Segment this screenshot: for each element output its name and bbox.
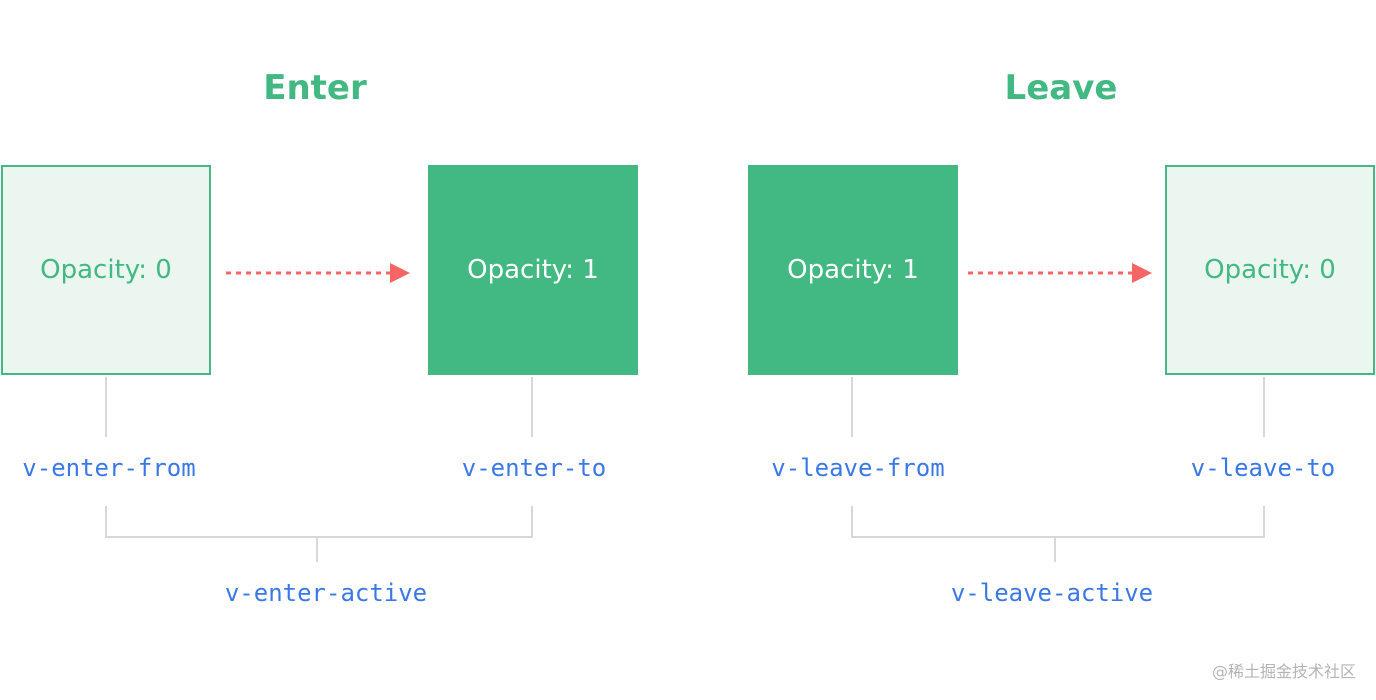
enter-from-connector — [105, 377, 107, 437]
enter-active-class: v-enter-active — [224, 579, 428, 607]
enter-arrow-icon — [226, 263, 410, 283]
leave-to-box-label: Opacity: 0 — [1204, 255, 1336, 285]
enter-bracket-right — [531, 506, 533, 538]
leave-to-box: Opacity: 0 — [1165, 165, 1375, 375]
leave-to-connector — [1263, 377, 1265, 437]
enter-to-box: Opacity: 1 — [428, 165, 638, 375]
enter-to-box-label: Opacity: 1 — [467, 255, 599, 285]
leave-from-box-label: Opacity: 1 — [787, 255, 919, 285]
enter-from-box-label: Opacity: 0 — [40, 255, 172, 285]
enter-to-class: v-enter-to — [461, 454, 607, 482]
leave-bracket-left — [851, 506, 853, 538]
enter-bracket-left — [105, 506, 107, 538]
enter-bracket-stem — [316, 538, 318, 562]
leave-to-class: v-leave-to — [1190, 454, 1336, 482]
leave-active-class: v-leave-active — [950, 579, 1154, 607]
leave-bracket-right — [1263, 506, 1265, 538]
leave-arrow-icon — [968, 263, 1152, 283]
leave-bracket-bar — [851, 536, 1265, 538]
leave-title: Leave — [1004, 68, 1118, 108]
enter-from-box: Opacity: 0 — [1, 165, 211, 375]
leave-bracket-stem — [1054, 538, 1056, 562]
enter-title: Enter — [263, 68, 367, 108]
leave-from-class: v-leave-from — [771, 454, 945, 482]
enter-from-class: v-enter-from — [22, 454, 196, 482]
watermark: @稀土掘金技术社区 — [1211, 662, 1356, 681]
enter-to-connector — [531, 377, 533, 437]
enter-bracket-bar — [105, 536, 533, 538]
leave-from-connector — [851, 377, 853, 437]
leave-from-box: Opacity: 1 — [748, 165, 958, 375]
